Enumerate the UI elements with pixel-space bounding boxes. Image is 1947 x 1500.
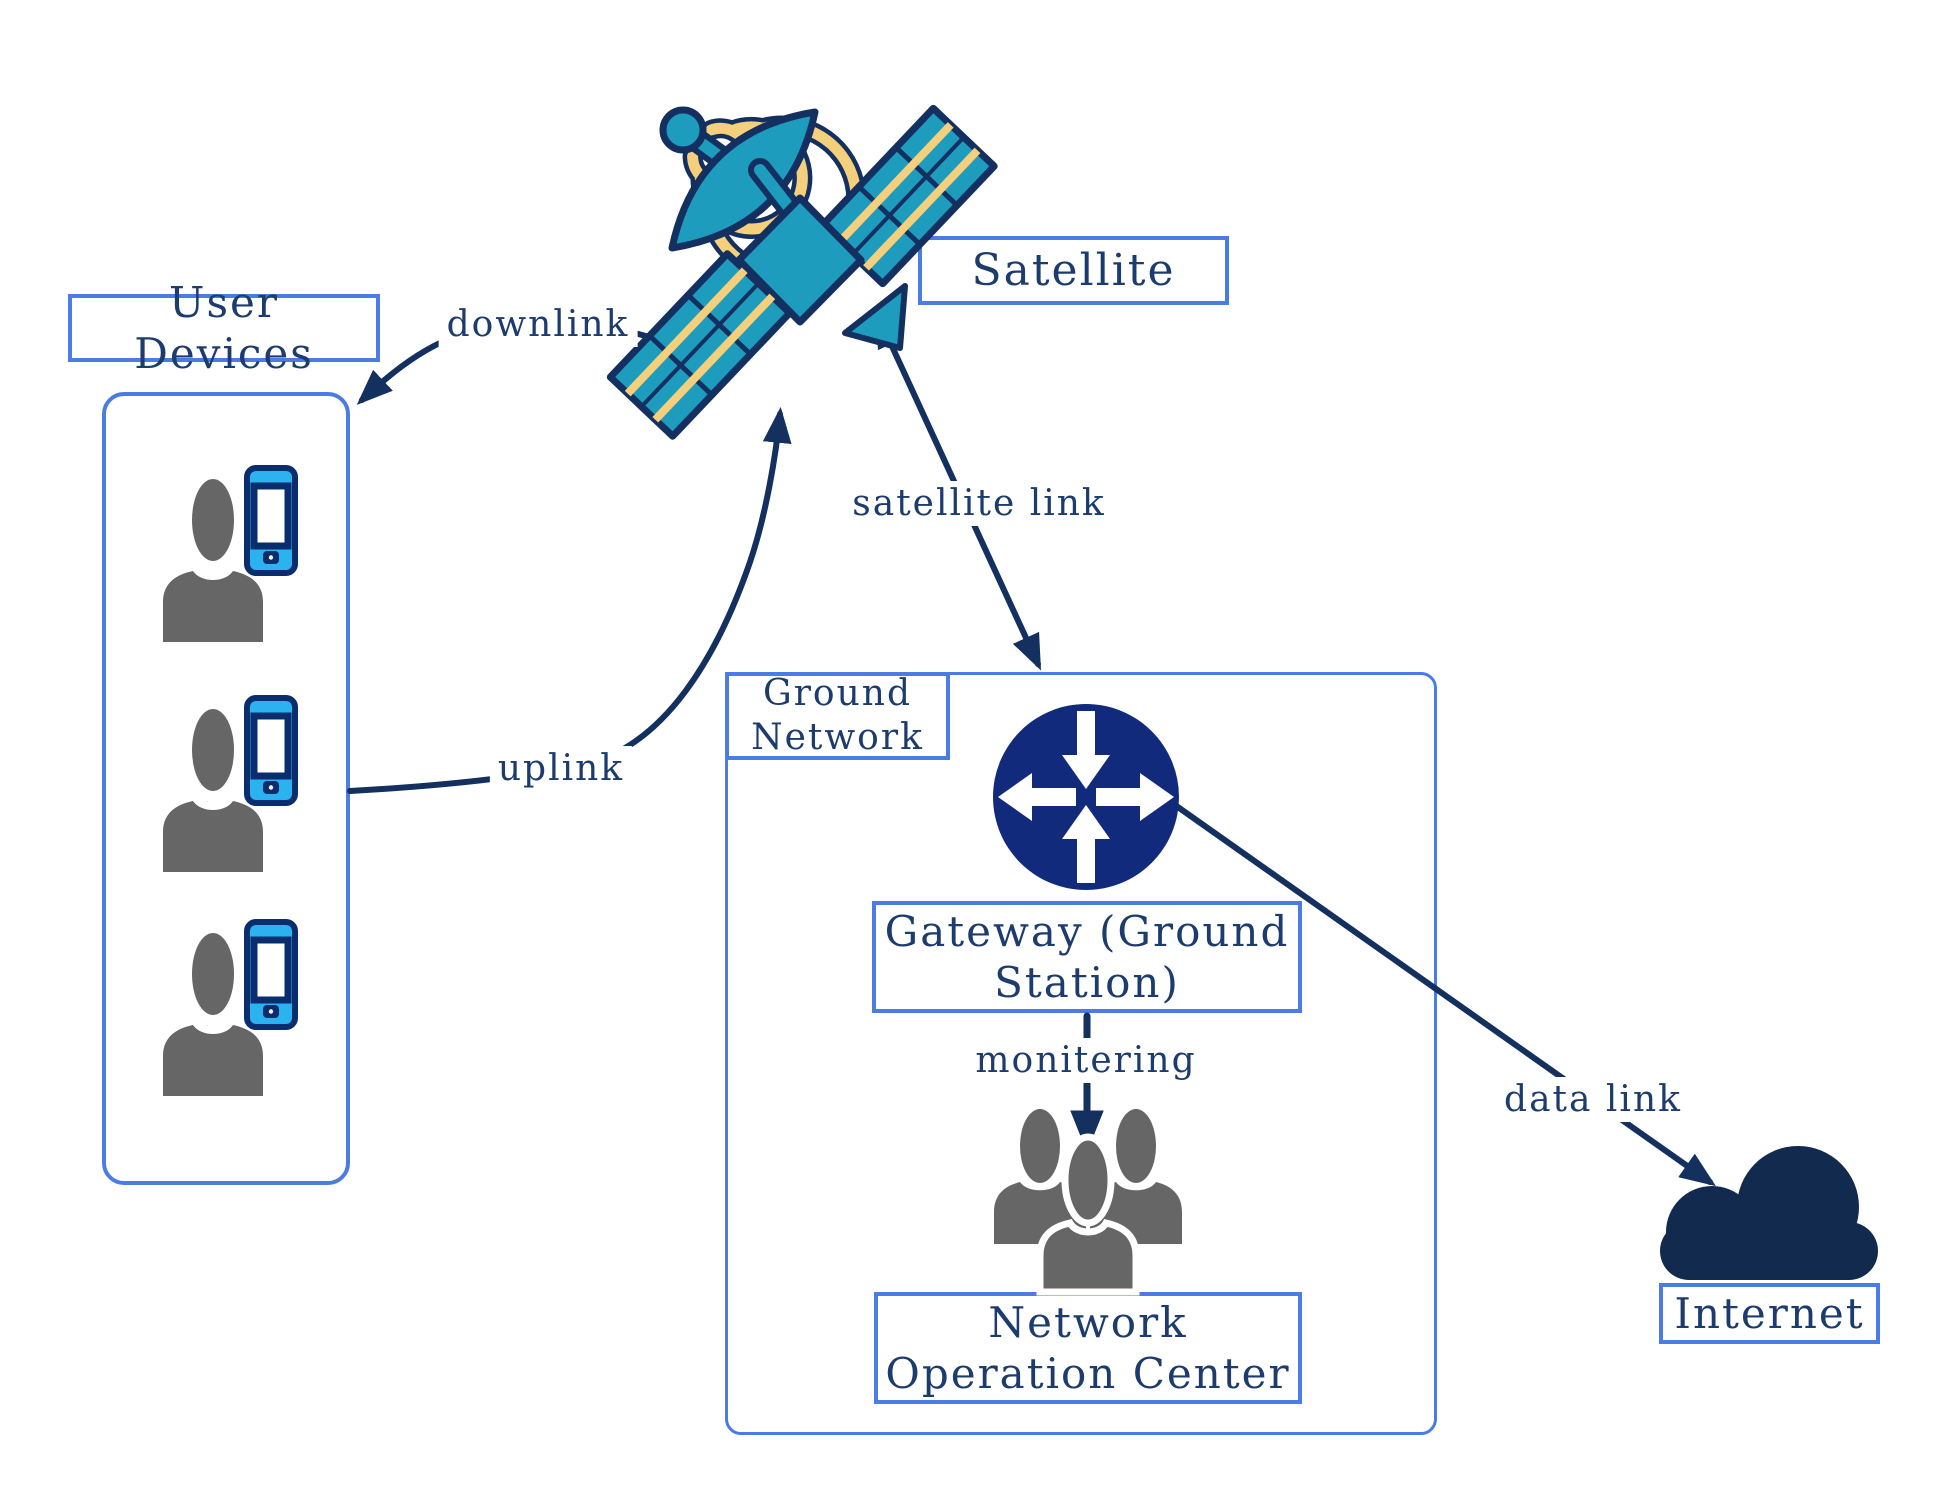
satellite-label: Satellite xyxy=(918,236,1229,305)
noc-label: Network Operation Center xyxy=(874,1292,1302,1404)
uplink-label: uplink xyxy=(489,746,633,791)
satellite-link-label: satellite link xyxy=(844,481,1114,526)
user-devices-container xyxy=(102,392,350,1185)
cloud-icon xyxy=(1660,1146,1878,1280)
user-devices-label: User Devices xyxy=(68,278,380,378)
monitoring-label: monitering xyxy=(967,1038,1205,1083)
internet-label: Internet xyxy=(1659,1283,1880,1344)
ground-network-label: Ground Network xyxy=(725,672,950,760)
uplink-arrow xyxy=(347,406,792,794)
data-link-label: data link xyxy=(1496,1077,1690,1122)
gateway-label: Gateway (Ground Station) xyxy=(872,901,1302,1013)
downlink-label: downlink xyxy=(438,302,638,347)
